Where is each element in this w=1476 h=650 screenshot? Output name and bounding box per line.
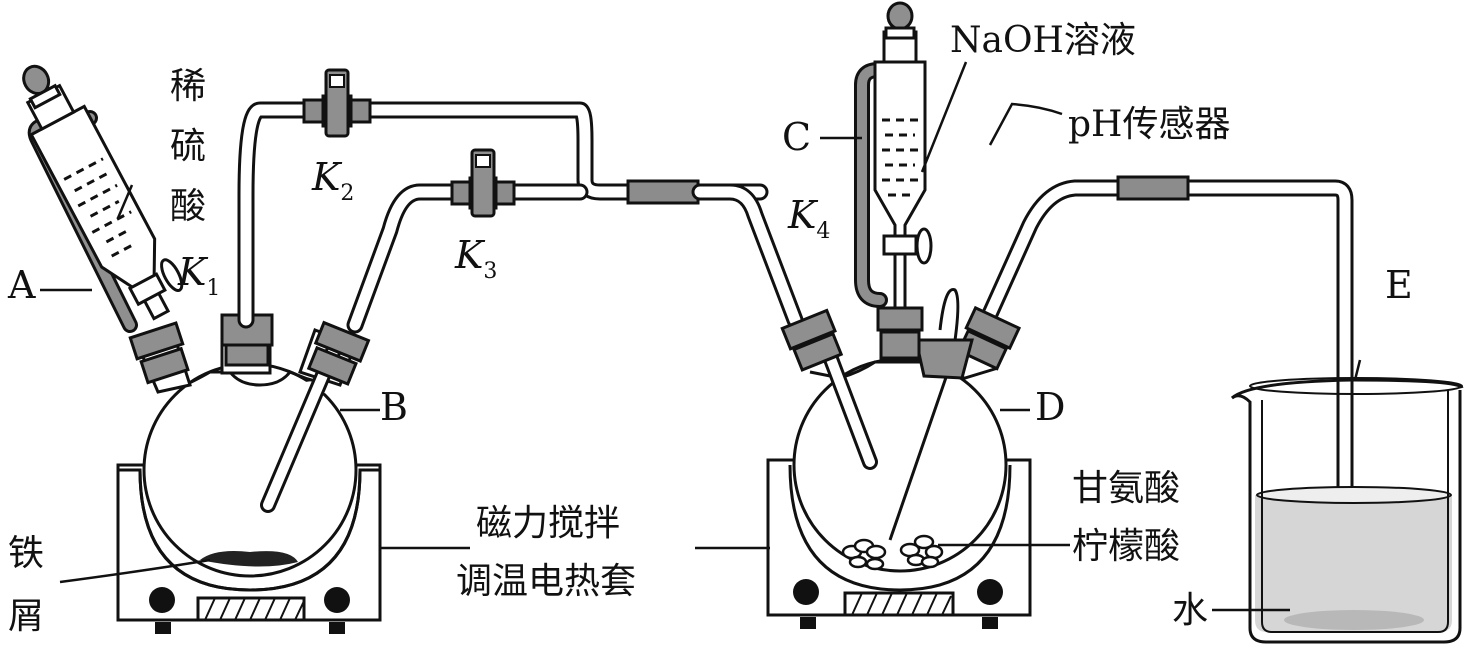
rubber-connector-middle: [626, 179, 700, 205]
label-iron-2: 屑: [8, 596, 44, 637]
label-iron-1: 铁: [8, 533, 44, 574]
label-k2-k: K: [311, 155, 343, 199]
label-k1: K1: [177, 250, 220, 301]
label-k1-k: K: [177, 250, 209, 294]
dropping-funnel-a: [22, 64, 184, 333]
tube-k2: [237, 101, 769, 329]
glycine-citric-pellets: [841, 534, 944, 571]
beaker-e: [1231, 377, 1464, 644]
label-stirrer-1: 磁力搅拌: [476, 503, 620, 544]
label-a: A: [7, 263, 36, 307]
flask-d: [792, 357, 1008, 573]
label-k1-sub: 1: [206, 276, 220, 301]
label-acid-2: 硫: [170, 126, 206, 167]
label-k4-sub: 4: [816, 219, 830, 244]
label-c: C: [782, 115, 811, 159]
stopper-b-right: [306, 320, 371, 386]
label-k3-sub: 3: [483, 259, 497, 284]
label-citric-acid: 柠檬酸: [1072, 526, 1180, 567]
label-k4-k: K: [787, 193, 819, 237]
label-stirrer-2: 调温电热套: [456, 561, 636, 602]
label-water: 水: [1172, 590, 1208, 631]
stopper-b-left: [128, 321, 190, 385]
leader-lines: [40, 61, 1362, 612]
label-glycine: 甘氨酸: [1072, 468, 1180, 509]
label-k3: K3: [454, 233, 497, 284]
label-naoh: NaOH溶液: [950, 20, 1136, 61]
label-k2-sub: 2: [340, 181, 354, 206]
label-k2: K2: [311, 155, 354, 206]
valve-k3: [450, 148, 516, 218]
label-d: D: [1035, 385, 1065, 429]
label-b: B: [380, 385, 408, 429]
stopper-d-left: [780, 308, 844, 372]
tube-d-to-e: [976, 179, 1354, 609]
label-e: E: [1385, 263, 1413, 307]
ph-sensor-probe: [888, 288, 974, 541]
dropping-funnel-c: [854, 1, 933, 360]
tube-k3: [346, 183, 589, 334]
iron-shavings: [200, 551, 298, 567]
rubber-connector-right: [1116, 175, 1190, 201]
stopper-b-middle-lower: [224, 343, 270, 367]
valve-k2: [302, 68, 372, 138]
label-acid-1: 稀: [170, 66, 206, 107]
label-acid-3: 酸: [170, 186, 206, 227]
label-ph-sensor: pH传感器: [1068, 104, 1230, 145]
label-k3-k: K: [454, 233, 486, 277]
label-k4: K4: [787, 193, 830, 244]
stopper-d-right: [956, 305, 1022, 371]
